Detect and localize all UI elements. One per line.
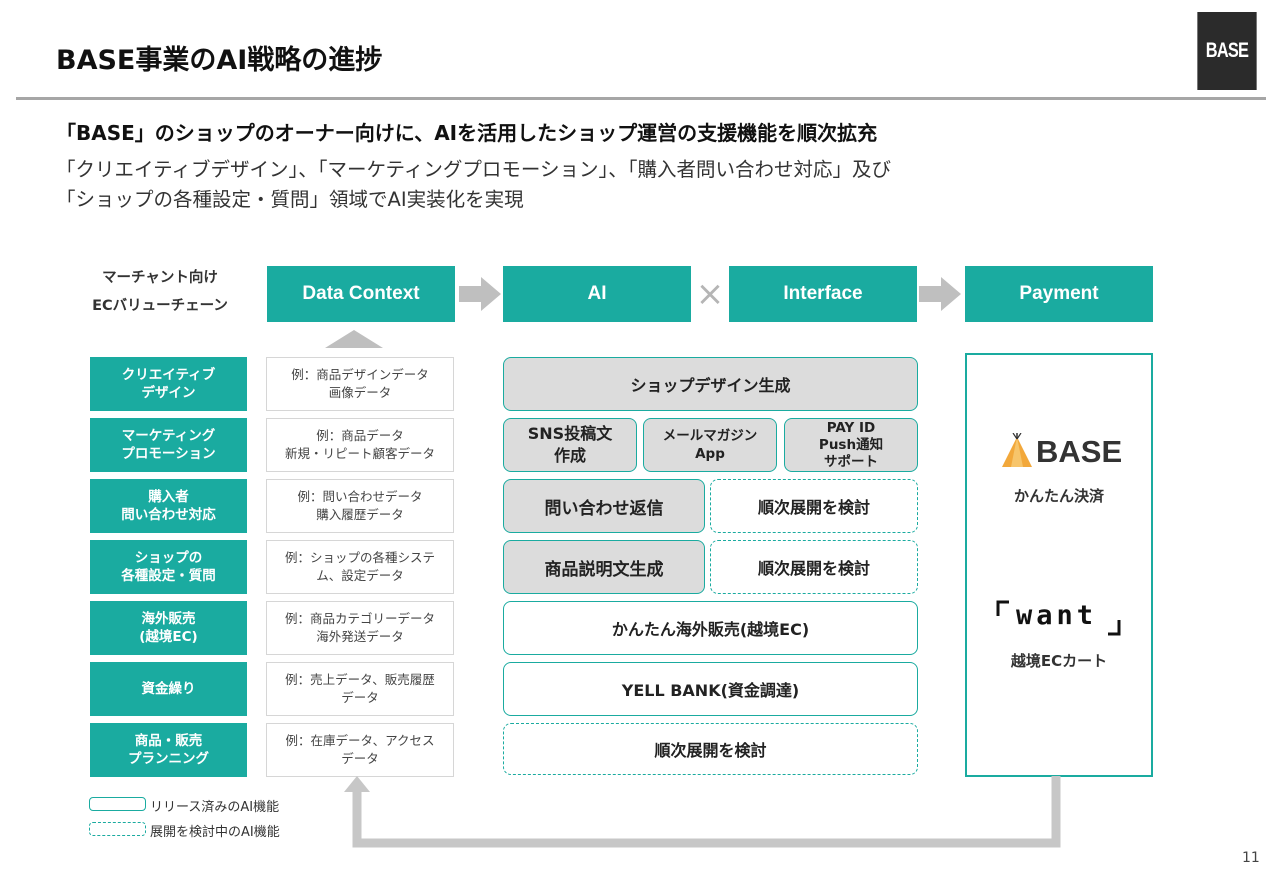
legend-released-swatch	[89, 797, 146, 811]
want-caption: 越境ECカート	[1010, 652, 1108, 670]
data-example-creative: 例：商品デザインデータ 画像データ	[266, 357, 454, 411]
header-ai: AI	[503, 266, 691, 322]
page-title: BASE事業のAI戦略の進捗	[56, 45, 383, 76]
description-line-1: 「クリエイティブデザイン」、「マーケティングプロモーション」、「購入者問い合わせ…	[56, 158, 891, 181]
header-payment: Payment	[965, 266, 1153, 322]
ai-yell-bank: YELL BANK(資金調達)	[503, 662, 918, 716]
cross-icon: ×	[695, 274, 725, 314]
base-payment-logo: BASE	[1036, 434, 1123, 469]
lead-text: 「BASE」のショップのオーナー向けに、AIを活用したショップ運営の支援機能を順…	[56, 121, 878, 145]
category-cash-flow: 資金繰り	[90, 662, 247, 716]
category-buyer-inquiry: 購入者 問い合わせ対応	[90, 479, 247, 533]
value-chain-label-2: ECバリューチェーン	[92, 298, 228, 314]
bracket-close-icon	[1108, 620, 1121, 636]
legend-released-label: リリース済みのAI機能	[150, 800, 280, 815]
page-number: 11	[1242, 850, 1260, 866]
value-chain-label-1: マーチャント向け	[102, 270, 218, 286]
base-logo: BASE	[1197, 12, 1257, 90]
data-example-settings: 例：ショップの各種システ ム、設定データ	[266, 540, 454, 594]
ai-inquiry-planned: 順次展開を検討	[710, 479, 918, 533]
data-example-marketing: 例：商品データ 新規・リピート顧客データ	[266, 418, 454, 472]
arrow-right-icon	[919, 277, 961, 311]
legend-planned-label: 展開を検討中のAI機能	[150, 825, 280, 840]
category-shop-settings: ショップの 各種設定・質問	[90, 540, 247, 594]
category-overseas-sales: 海外販売 (越境EC)	[90, 601, 247, 655]
feedback-loop-arrow-icon	[344, 776, 1061, 848]
ai-product-planned: 順次展開を検討	[710, 540, 918, 594]
ai-planning-planned: 順次展開を検討	[503, 723, 918, 775]
category-planning: 商品・販売 プランニング	[90, 723, 247, 777]
tent-logo-icon	[1002, 433, 1032, 467]
payment-panel	[965, 353, 1153, 777]
bracket-open-icon	[996, 600, 1009, 616]
category-creative-design: クリエイティブ デザイン	[90, 357, 247, 411]
legend-planned-swatch	[89, 822, 146, 836]
want-logo: want	[1016, 600, 1098, 631]
ai-product-description: 商品説明文生成	[503, 540, 705, 594]
title-divider	[16, 97, 1266, 100]
ai-sns-post: SNS投稿文 作成	[503, 418, 637, 472]
data-example-cash-flow: 例：売上データ、販売履歴 データ	[266, 662, 454, 716]
arrow-right-icon	[459, 277, 501, 311]
category-marketing: マーケティング プロモーション	[90, 418, 247, 472]
ai-mail-magazine: メールマガジン App	[643, 418, 777, 472]
base-payment-caption: かんたん決済	[1013, 487, 1104, 505]
arrow-up-icon	[325, 330, 383, 348]
data-example-inquiry: 例：問い合わせデータ 購入履歴データ	[266, 479, 454, 533]
data-example-overseas: 例：商品カテゴリーデータ 海外発送データ	[266, 601, 454, 655]
ai-shop-design: ショップデザイン生成	[503, 357, 918, 411]
ai-overseas-sales: かんたん海外販売(越境EC)	[503, 601, 918, 655]
ai-payid-push: PAY ID Push通知 サポート	[784, 418, 918, 472]
data-example-planning: 例：在庫データ、アクセス データ	[266, 723, 454, 777]
ai-inquiry-reply: 問い合わせ返信	[503, 479, 705, 533]
header-interface: Interface	[729, 266, 917, 322]
header-data-context: Data Context	[267, 266, 455, 322]
description-line-2: 「ショップの各種設定・質問」領域でAI実装化を実現	[56, 188, 524, 211]
